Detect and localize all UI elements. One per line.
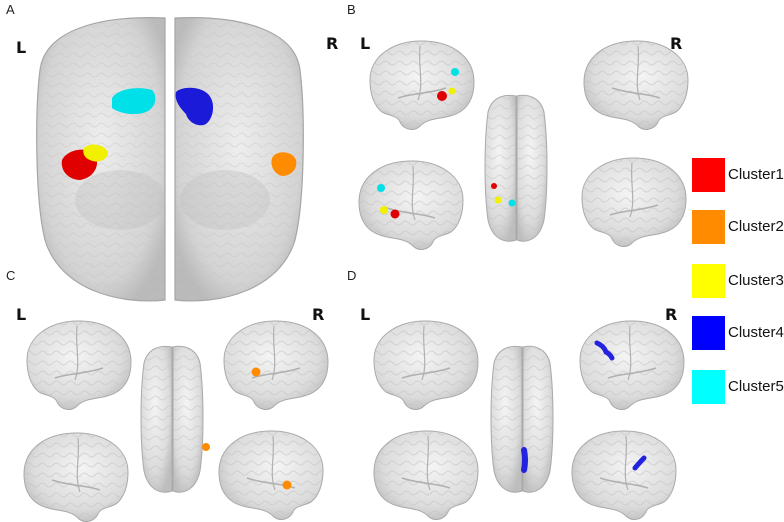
panel-a-left-label: L (16, 38, 27, 57)
panel-c-brains (23, 320, 329, 522)
legend-item-cluster3: Cluster3 (692, 264, 784, 298)
legend-swatch-cluster5 (692, 370, 725, 404)
legend-swatch-cluster2 (692, 210, 725, 244)
legend-label-cluster2: Cluster2 (728, 218, 784, 235)
panel-label-c: C (6, 268, 16, 283)
cluster4-blob-a (175, 87, 214, 126)
legend-label-cluster1: Cluster1 (728, 166, 784, 183)
panel-d-brains (373, 320, 685, 521)
legend-label-cluster4: Cluster4 (728, 324, 784, 341)
legend-swatch-cluster1 (692, 158, 725, 192)
panel-c-right-label: R (312, 305, 325, 324)
cluster2-blob-a (271, 152, 297, 176)
panel-a-right-label: R (326, 34, 339, 53)
panel-label-b: B (347, 2, 356, 17)
panel-c-left-label: L (16, 305, 27, 324)
panel-label-a: A (6, 2, 15, 17)
cluster5-blob-a (112, 88, 156, 115)
legend-item-cluster1: Cluster1 (692, 158, 784, 192)
legend-label-cluster5: Cluster5 (728, 378, 784, 395)
legend-item-cluster2: Cluster2 (692, 210, 784, 244)
cluster3-blob-a (83, 144, 108, 162)
legend-swatch-cluster4 (692, 316, 725, 350)
legend-label-cluster3: Cluster3 (728, 272, 784, 289)
panel-d-right-label: R (665, 305, 678, 324)
panel-b-right-label: R (670, 34, 683, 53)
panel-b-left-label: L (360, 34, 371, 53)
legend-swatch-cluster3 (692, 264, 725, 298)
legend-item-cluster5: Cluster5 (692, 370, 784, 404)
panel-a-glass-brain (36, 17, 304, 302)
panel-d-left-label: L (360, 305, 371, 324)
panel-b-brains (358, 40, 689, 251)
panel-label-d: D (347, 268, 357, 283)
legend-item-cluster4: Cluster4 (692, 316, 784, 350)
